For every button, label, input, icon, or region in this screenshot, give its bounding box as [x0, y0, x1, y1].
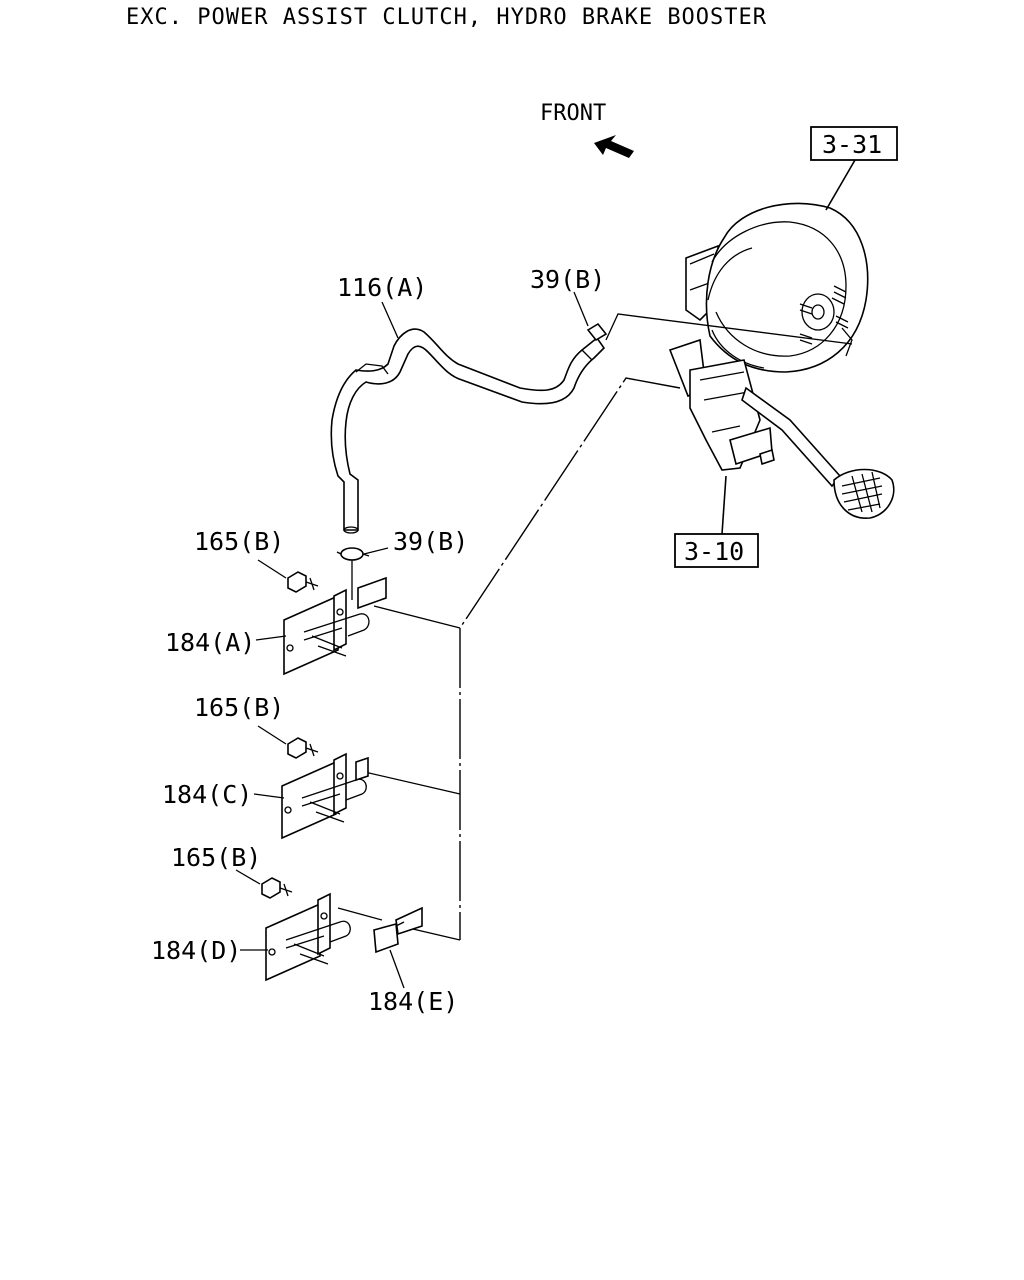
front-arrow-icon — [594, 135, 634, 158]
ref-3-10-label: 3-10 — [684, 537, 744, 566]
bracket-184e — [373, 906, 423, 954]
bracket-184c — [281, 752, 369, 840]
callout-184d: 184(D) — [151, 936, 241, 965]
diagram-title: EXC. POWER ASSIST CLUTCH, HYDRO BRAKE BO… — [126, 5, 767, 30]
callout-184e: 184(E) — [368, 987, 458, 1016]
ref-box-3-10[interactable]: 3-10 — [674, 533, 759, 568]
bracket-184a — [283, 576, 387, 676]
callout-39b-mid: 39(B) — [393, 527, 468, 556]
bolt-165b-c — [287, 737, 319, 759]
callout-184a: 184(A) — [165, 628, 255, 657]
hose-clip-mid — [336, 547, 370, 600]
bolt-165b-d — [261, 877, 293, 899]
vacuum-hose — [330, 328, 606, 534]
callout-165b-a: 165(B) — [194, 527, 284, 556]
brake-booster-assembly — [668, 202, 895, 519]
bracket-184d — [265, 892, 351, 982]
bolt-165b-a — [287, 571, 319, 593]
routing-line — [459, 377, 681, 940]
callout-39b-top: 39(B) — [530, 265, 605, 294]
callout-165b-c: 165(B) — [194, 693, 284, 722]
ref-3-31-label: 3-31 — [822, 130, 882, 159]
callout-116a: 116(A) — [337, 273, 427, 302]
callout-165b-d: 165(B) — [171, 843, 261, 872]
callout-184c: 184(C) — [162, 780, 252, 809]
ref-box-3-31[interactable]: 3-31 — [810, 126, 898, 161]
hose-clip-top — [586, 313, 853, 345]
front-label: FRONT — [540, 101, 606, 126]
